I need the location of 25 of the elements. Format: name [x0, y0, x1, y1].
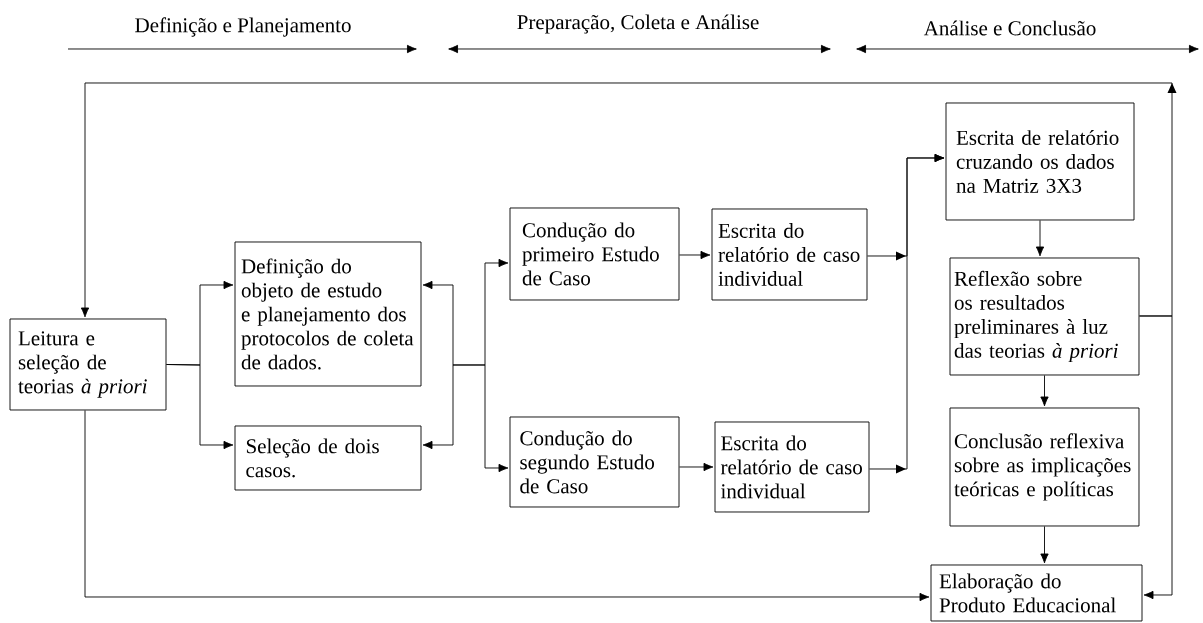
process-box: Elaboração do Produto Educacional: [930, 564, 1143, 622]
arrow: [679, 462, 714, 472]
phase-label: Definição e Planejamento: [135, 17, 351, 37]
arrow: [422, 364, 509, 473]
process-box: Reflexão sobre os resultados preliminares à luz das teorias à priori: [949, 257, 1140, 376]
arrow: [80, 82, 1173, 318]
arrow: [422, 258, 509, 366]
phase-label: Preparação, Coleta e Análise: [517, 14, 759, 34]
process-box: Condução do primeiro Estudo de Caso: [509, 207, 680, 301]
arrow: [679, 250, 711, 260]
process-box: Escrita do relatório de caso individual: [711, 208, 868, 301]
phase-label: Análise e Conclusão: [923, 20, 1096, 36]
process-box: Escrita do relatório de caso individual: [714, 421, 870, 513]
process-box: Leitura e seleção de teorias à priori: [9, 318, 167, 411]
arrow: [84, 410, 930, 602]
process-box: Condução do segundo Estudo de Caso: [509, 416, 680, 508]
arrow: [166, 364, 234, 450]
process-box: Escrita de relatório cruzando os dados na Matriz 3X3: [945, 102, 1135, 221]
arrow: [1040, 375, 1049, 407]
process-box: Seleção de dois casos.: [234, 425, 422, 491]
arrow: [869, 153, 945, 470]
arrow: [1035, 220, 1045, 257]
process-box: Definição do objeto de estudo e planejamento dos protocolos de coleta de dados.: [234, 241, 422, 387]
arrow: [1040, 526, 1049, 564]
process-box: Conclusão reflexiva sobre as implicações teóricas e políticas: [949, 407, 1140, 527]
